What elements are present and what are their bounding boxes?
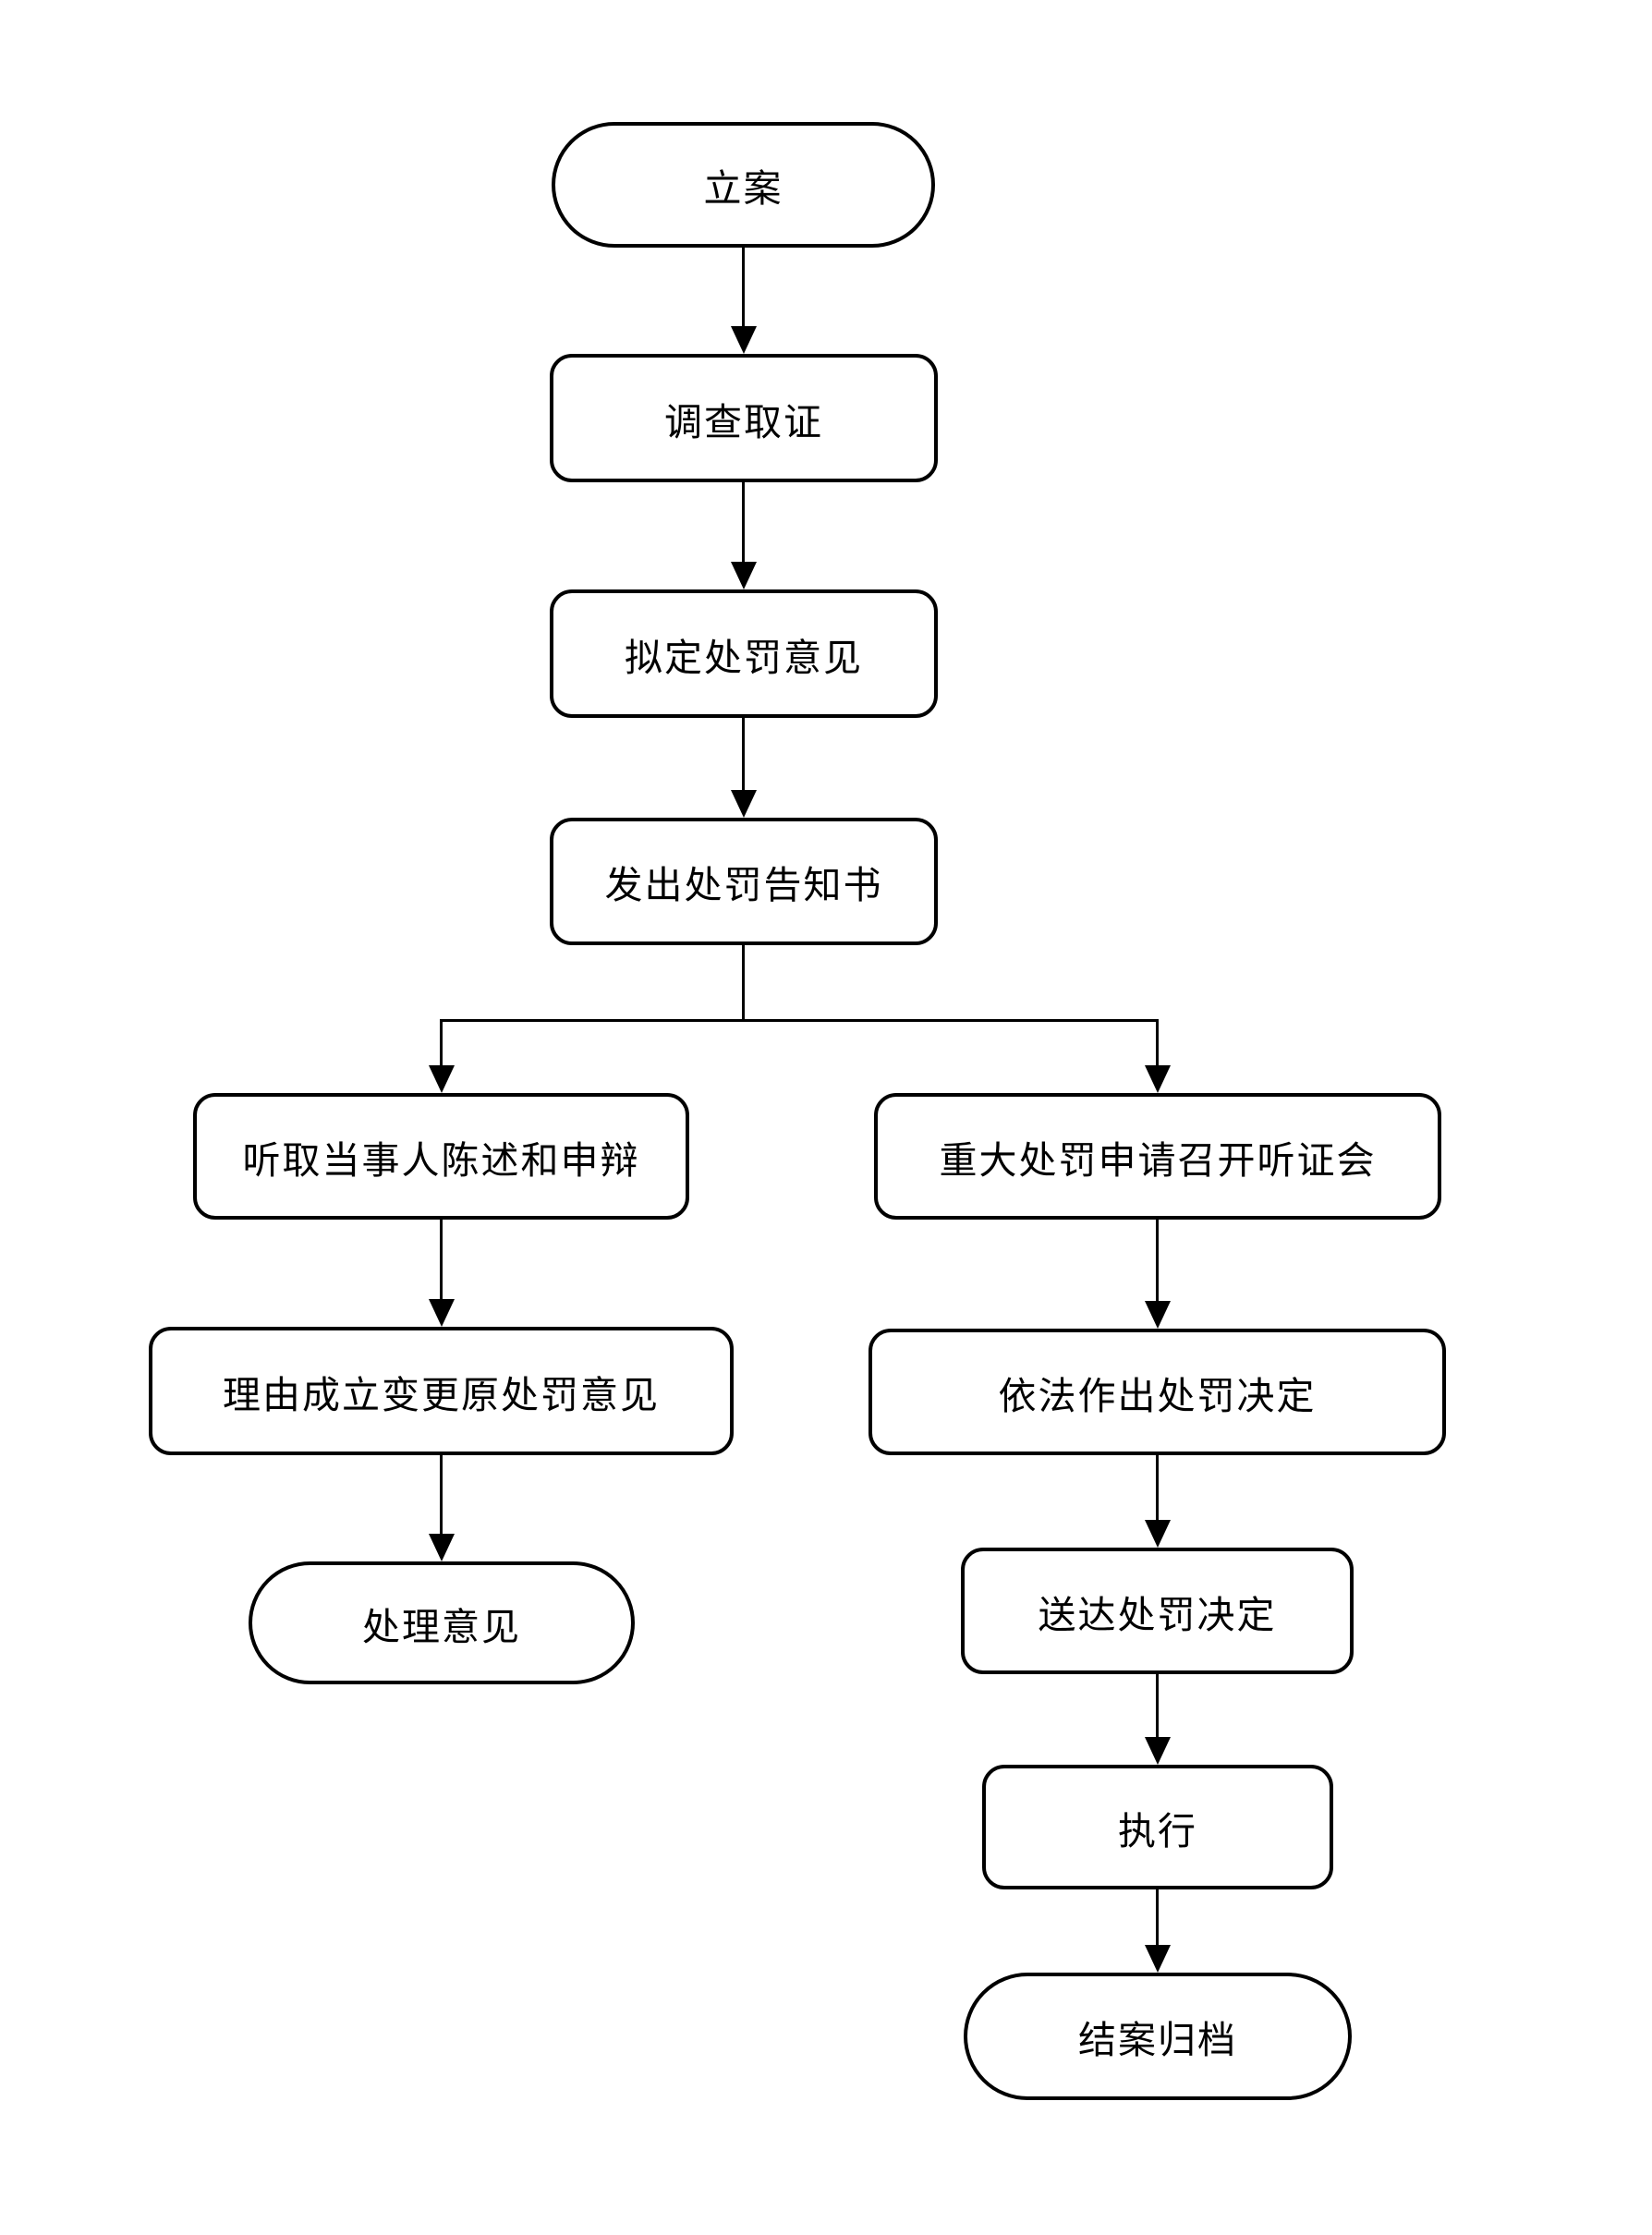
node-label: 处理意见: [362, 1605, 521, 1648]
arrowhead-icon: [429, 1534, 455, 1561]
node-change-opinion: 理由成立变更原处罚意见: [149, 1327, 734, 1455]
node-deliver-decision: 送达处罚决定: [961, 1548, 1354, 1674]
node-label: 执行: [1118, 1809, 1197, 1852]
node-label: 立案: [703, 167, 783, 210]
edge-split-left-drop-line: [440, 1019, 443, 1067]
node-label: 理由成立变更原处罚意见: [223, 1373, 660, 1416]
node-execute: 执行: [982, 1765, 1333, 1889]
edge-decision-deliver-line: [1156, 1455, 1159, 1522]
node-label: 结案归档: [1078, 2019, 1237, 2061]
edge-hear-change-line: [440, 1220, 443, 1301]
arrowhead-icon: [1145, 1301, 1171, 1329]
node-hear-statement: 听取当事人陈述和申辩: [193, 1093, 689, 1220]
node-handling-opinion: 处理意见: [249, 1561, 635, 1684]
edge-split-horizontal-line: [440, 1019, 1159, 1022]
node-investigate: 调查取证: [550, 354, 938, 482]
edge-draft-notice-line: [742, 718, 745, 792]
arrowhead-icon: [1145, 1520, 1171, 1548]
node-label: 拟定处罚意见: [625, 636, 863, 679]
node-label: 发出处罚告知书: [604, 864, 883, 906]
edge-split-right-drop-line: [1156, 1019, 1159, 1067]
arrowhead-icon: [1145, 1945, 1171, 1973]
node-start: 立案: [552, 122, 935, 248]
edge-change-handling-line: [440, 1455, 443, 1536]
edge-investigate-draft-line: [742, 482, 745, 564]
node-label: 重大处罚申请召开听证会: [939, 1138, 1377, 1182]
node-penalty-notice: 发出处罚告知书: [550, 818, 938, 945]
arrowhead-icon: [731, 790, 757, 818]
arrowhead-icon: [731, 326, 757, 354]
node-label: 依法作出处罚决定: [998, 1374, 1317, 1417]
arrowhead-icon: [1145, 1065, 1171, 1093]
edge-deliver-execute-line: [1156, 1674, 1159, 1739]
edge-execute-archive-line: [1156, 1889, 1159, 1947]
edge-start-investigate-line: [742, 248, 745, 329]
edge-notice-split-stem-line: [742, 945, 745, 1022]
edge-hearing-decision-line: [1156, 1220, 1159, 1303]
node-draft-opinion: 拟定处罚意见: [550, 589, 938, 718]
arrowhead-icon: [1145, 1737, 1171, 1765]
node-label: 听取当事人陈述和申辩: [242, 1138, 640, 1182]
node-close-archive: 结案归档: [964, 1973, 1352, 2100]
arrowhead-icon: [429, 1299, 455, 1327]
arrowhead-icon: [731, 562, 757, 589]
node-penalty-decision: 依法作出处罚决定: [869, 1329, 1446, 1455]
node-hearing-request: 重大处罚申请召开听证会: [874, 1093, 1441, 1220]
node-label: 送达处罚决定: [1038, 1593, 1277, 1636]
arrowhead-icon: [429, 1065, 455, 1093]
node-label: 调查取证: [664, 400, 823, 443]
